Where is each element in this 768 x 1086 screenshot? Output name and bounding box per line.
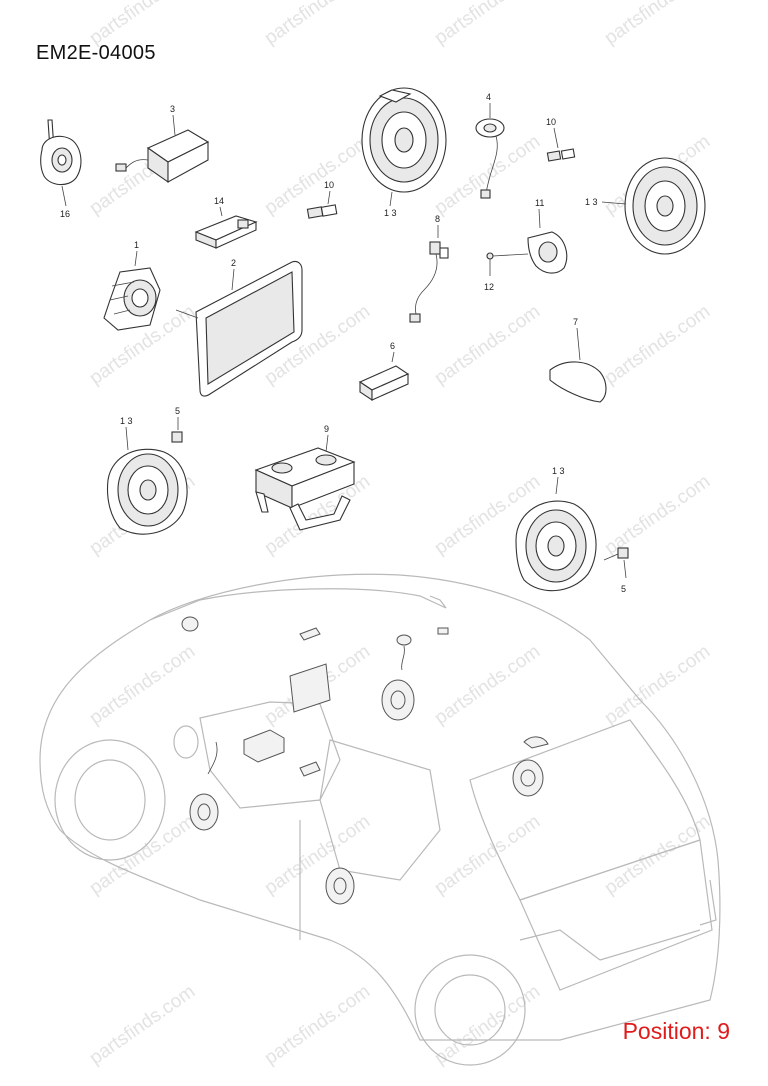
watermark: partsfinds.com xyxy=(601,471,714,559)
callout-13a: 1 3 xyxy=(384,208,397,218)
watermark: partsfinds.com xyxy=(601,301,714,389)
callout-5a: 5 xyxy=(175,406,180,416)
watermark: partsfinds.com xyxy=(431,0,544,49)
vehicle-outline xyxy=(39,573,721,1066)
callout-9: 9 xyxy=(324,424,329,434)
watermark: partsfinds.com xyxy=(431,641,544,729)
watermark: partsfinds.com xyxy=(431,981,544,1069)
callout-6: 6 xyxy=(390,341,395,351)
callout-7: 7 xyxy=(573,317,578,327)
part-8-harness: 8 xyxy=(409,214,449,323)
callout-14: 14 xyxy=(214,196,224,206)
part-10-connector-left: 10 xyxy=(306,180,338,219)
watermark: partsfinds.com xyxy=(261,0,374,49)
part-5-clip-left: 5 xyxy=(171,406,183,443)
callout-13c: 1 3 xyxy=(120,416,133,426)
watermark: partsfinds.com xyxy=(431,301,544,389)
part-6-module: 6 xyxy=(358,341,410,402)
part-2-display: 2 xyxy=(175,258,303,397)
part-11-bracket: 11 xyxy=(527,198,568,274)
callout-1: 1 xyxy=(134,240,139,250)
part-7-antenna: 7 xyxy=(549,317,607,403)
watermark: partsfinds.com xyxy=(86,641,199,729)
part-3-module: 3 xyxy=(115,104,210,184)
part-13-speaker-top: 1 3 xyxy=(361,87,447,218)
part-13-speaker-lower-right: 1 3 xyxy=(515,466,597,592)
callout-10a: 10 xyxy=(324,180,334,190)
callout-13b: 1 3 xyxy=(585,197,598,207)
part-13-speaker-left: 1 3 xyxy=(106,416,188,535)
watermark: partsfinds.com xyxy=(601,811,714,899)
part-9-amplifier: 9 xyxy=(254,424,356,531)
vehicle-installed-parts xyxy=(181,616,549,905)
position-indicator: Position: 9 xyxy=(622,1018,730,1044)
watermark: partsfinds.com xyxy=(86,0,199,49)
watermark: partsfinds.com xyxy=(601,641,714,729)
callout-4: 4 xyxy=(486,92,491,102)
callout-3: 3 xyxy=(170,104,175,114)
watermark: partsfinds.com xyxy=(86,981,199,1069)
part-14-module: 14 xyxy=(194,196,258,249)
callout-2: 2 xyxy=(231,258,236,268)
callout-10b: 10 xyxy=(546,117,556,127)
watermark: partsfinds.com xyxy=(86,811,199,899)
callout-12: 12 xyxy=(484,282,494,292)
watermark: partsfinds.com xyxy=(431,811,544,899)
callout-5b: 5 xyxy=(621,584,626,594)
part-16-horn: 16 xyxy=(40,119,82,219)
part-5-clip-right: 5 xyxy=(603,547,629,594)
watermark: partsfinds.com xyxy=(431,131,544,219)
callout-16: 16 xyxy=(60,209,70,219)
callout-8: 8 xyxy=(435,214,440,224)
watermark: partsfinds.com xyxy=(601,0,714,49)
part-4-tweeter: 4 xyxy=(475,92,505,199)
part-13-speaker-right: 1 3 xyxy=(585,157,706,255)
callout-13d: 1 3 xyxy=(552,466,565,476)
watermark: partsfinds.com xyxy=(261,811,374,899)
part-10-connector-right: 10 xyxy=(546,117,576,162)
callout-11: 11 xyxy=(535,198,544,208)
diagram-code-title: EM2E-04005 xyxy=(36,42,156,64)
watermark: partsfinds.com xyxy=(261,131,374,219)
part-12-screw: 12 xyxy=(484,252,529,292)
part-1-speaker-bracket: 1 xyxy=(103,240,161,331)
watermark: partsfinds.com xyxy=(261,981,374,1069)
